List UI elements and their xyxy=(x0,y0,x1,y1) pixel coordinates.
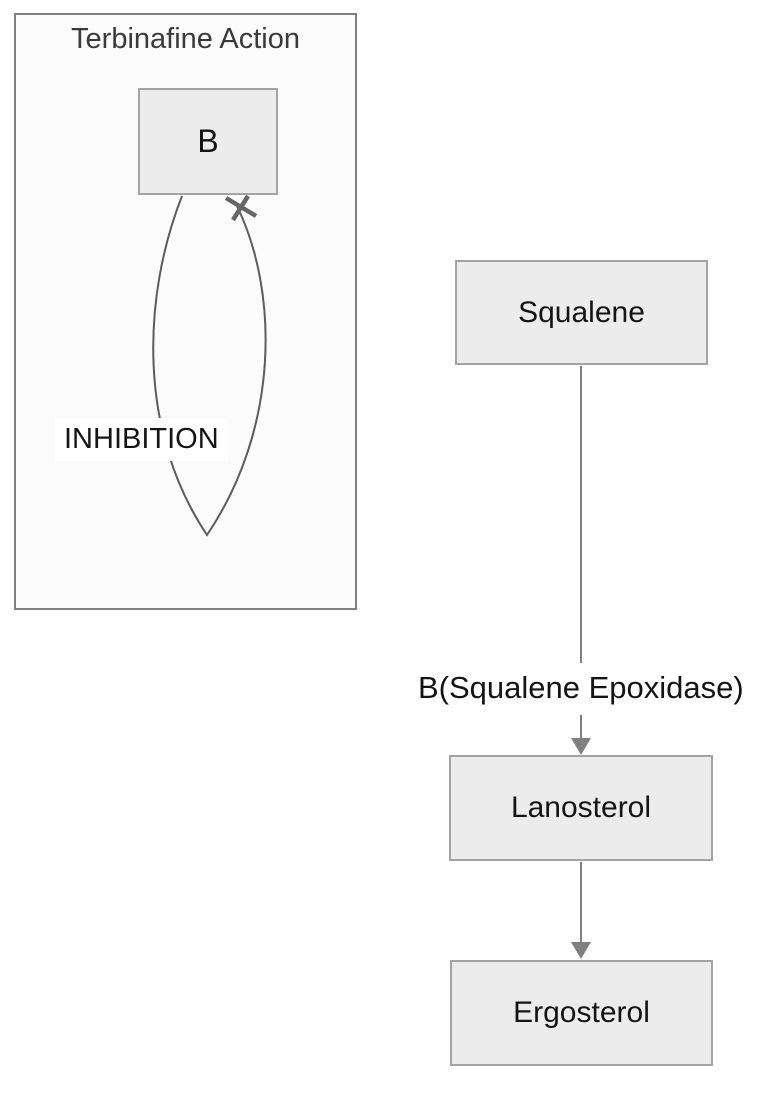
node-squalene: Squalene xyxy=(455,260,708,365)
node-lanosterol: Lanosterol xyxy=(449,755,713,861)
node-b: B xyxy=(138,88,278,195)
inhibition-label: INHIBITION xyxy=(55,418,228,462)
node-b-label: B xyxy=(197,123,219,159)
arrowhead-icon xyxy=(571,738,591,755)
edge-label-squalene-epoxidase: B(Squalene Epoxidase) xyxy=(413,668,749,708)
node-squalene-label: Squalene xyxy=(518,295,645,329)
arrowhead-icon xyxy=(571,942,591,959)
node-lanosterol-label: Lanosterol xyxy=(510,791,652,824)
panel-title: Terbinafine Action xyxy=(71,23,300,55)
node-ergosterol: Ergosterol xyxy=(450,960,713,1066)
node-ergosterol-label: Ergosterol xyxy=(513,996,650,1029)
edge-lanosterol-to-ergosterol xyxy=(571,862,591,959)
